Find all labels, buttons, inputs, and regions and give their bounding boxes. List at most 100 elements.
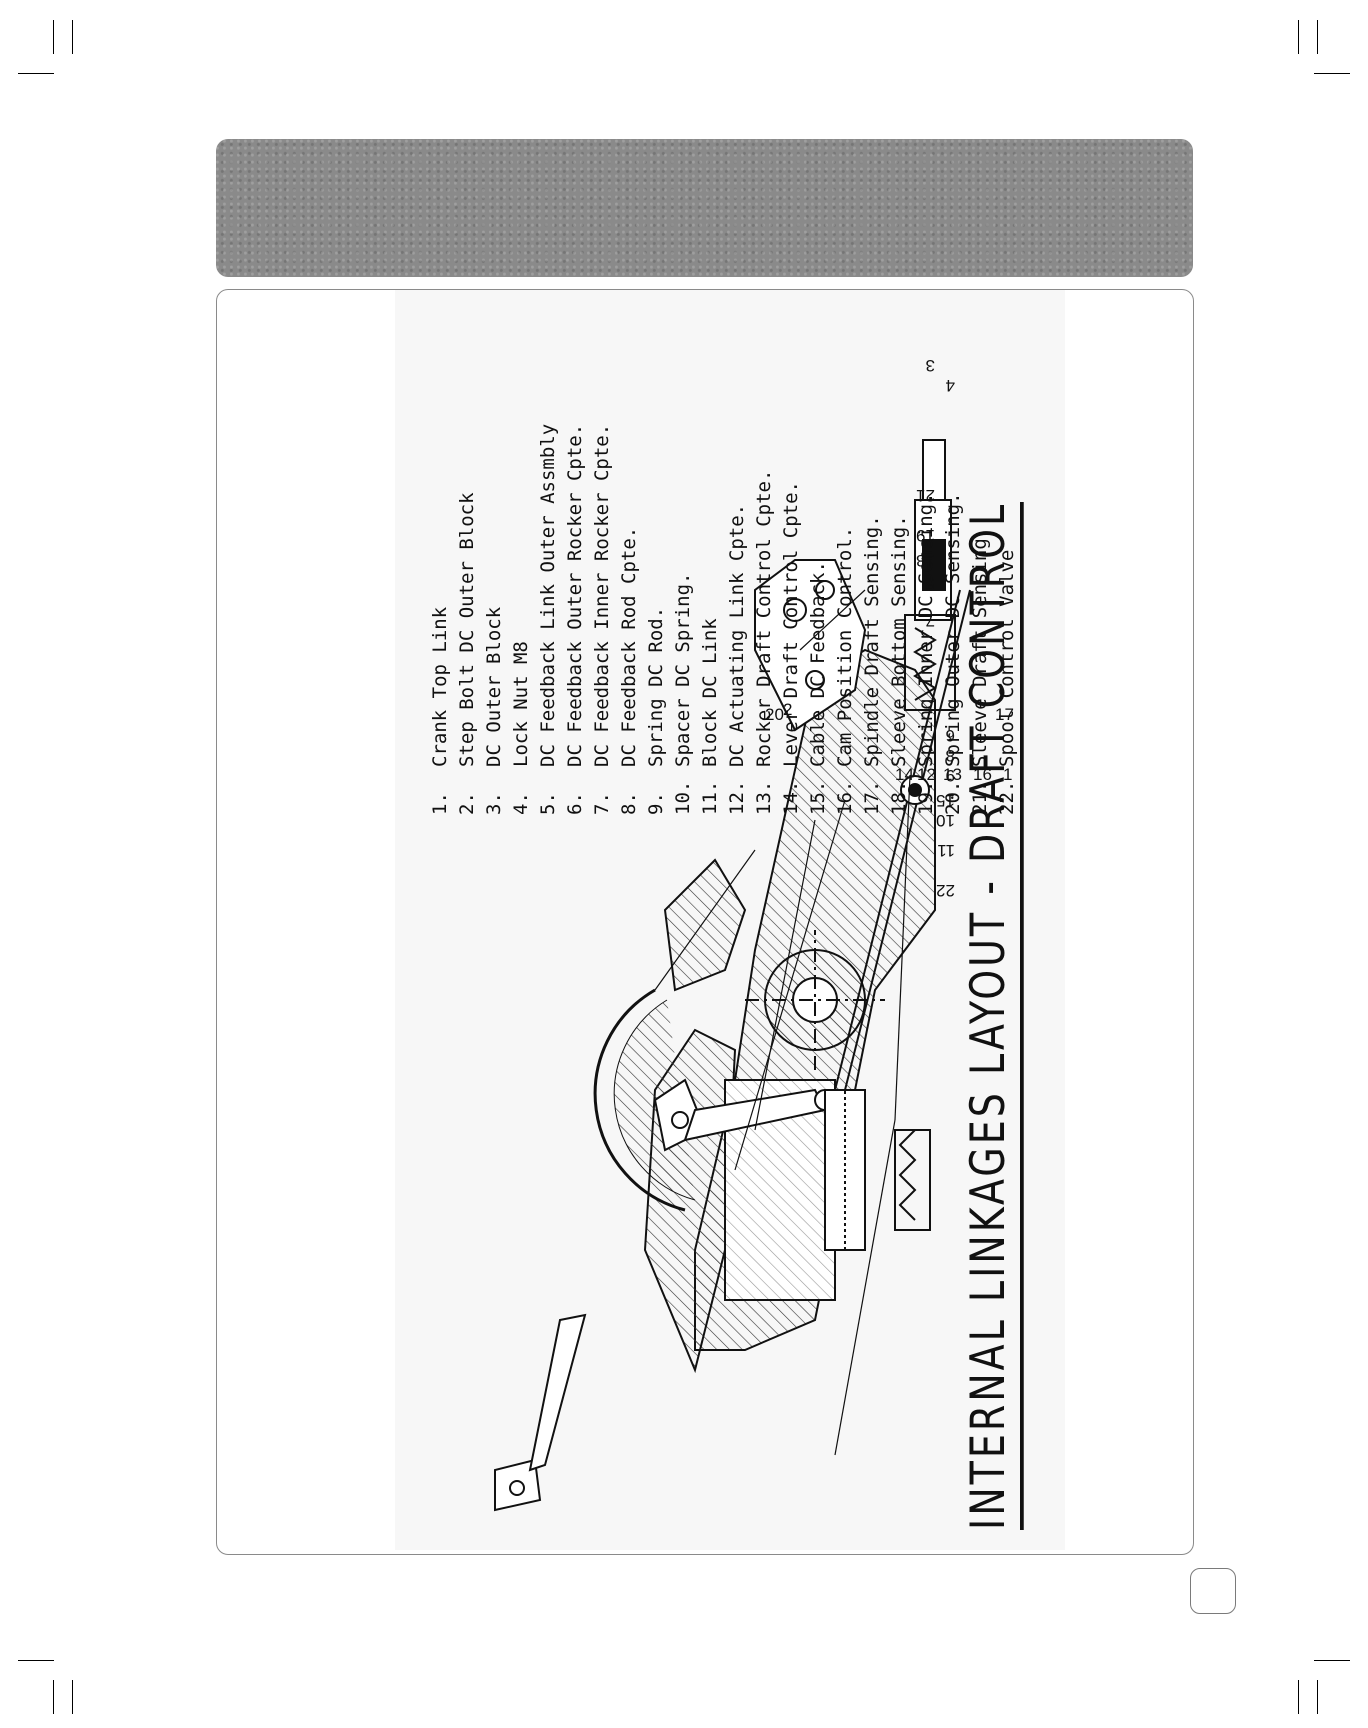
callout-11: 11 [937, 841, 955, 860]
legend-num: 1. [429, 792, 451, 815]
legend-label: Spring DC Rod. [645, 606, 667, 767]
legend-label: Lock Nut M8 [510, 641, 532, 767]
legend-label: DC Actuating Link Cpte. [726, 503, 748, 767]
lever-draft-control [494, 1313, 587, 1512]
legend-label: Step Bolt DC Outer Block [456, 492, 478, 767]
crop-mark-tr-v1 [1298, 20, 1299, 54]
callout-13: 13 [943, 765, 962, 784]
legend-item: 14. Lever Draft Control Cpte. [778, 295, 805, 815]
legend-label: Spacer DC Spring. [672, 572, 694, 767]
legend-num: 20. [942, 780, 964, 815]
legend-label: Crank Top Link [429, 606, 451, 767]
rotated-sheet: 14 12 13 16 1 20 2 17 3 4 21 19 18 5 7 6… [395, 290, 1065, 1550]
parts-legend: 1. Crank Top Link 2.Step Bolt DC Outer Bl… [427, 295, 1021, 815]
legend-item: 15.Cable DC Feedback. [805, 295, 832, 815]
crank-top-link [754, 559, 867, 732]
callout-21: 21 [916, 486, 935, 505]
legend-num: 11. [699, 780, 721, 815]
legend-label: Sleeve Bottom Sensing. [888, 515, 910, 767]
draft-sensing-spindle [904, 439, 956, 711]
legend-num: 7. [591, 792, 613, 815]
legend-num: 6. [564, 792, 586, 815]
legend-num: 17. [861, 780, 883, 815]
legend-item: 3. DC Outer Block [481, 295, 508, 815]
legend-label: DC Outer Block [483, 606, 505, 767]
legend-item: 7. DC Feedback Inner Rocker Cpte. [589, 295, 616, 815]
legend-item: 10. Spacer DC Spring. [670, 295, 697, 815]
callout-20: 20 [765, 705, 784, 724]
legend-item: 9. Spring DC Rod. [643, 295, 670, 815]
legend-item: 16. Cam Position Control. [832, 295, 859, 815]
callout-5: 5 [926, 574, 935, 593]
legend-num: 10. [672, 780, 694, 815]
callout-group [654, 589, 911, 1456]
callout-1: 1 [1003, 765, 1012, 784]
legend-label: Cable DC Feedback. [807, 561, 829, 767]
legend-label: Cam Position Control. [834, 526, 856, 767]
callout-19: 19 [916, 526, 935, 545]
legend-item: 19.Spring Inner DC Sensing. [913, 295, 940, 815]
callout-14: 14 [895, 765, 914, 784]
crop-mark-tr-v2 [1317, 20, 1318, 54]
callout-18: 18 [916, 551, 935, 570]
callout-16: 16 [973, 765, 992, 784]
crop-mark-bl-v1 [53, 1680, 54, 1714]
header-banner [216, 139, 1193, 277]
legend-label: DC Feedback Outer Rocker Cpte. [564, 423, 586, 767]
crop-mark-br-v1 [1298, 1680, 1299, 1714]
page-number-box [1190, 1568, 1236, 1614]
legend-num: 9. [645, 792, 667, 815]
legend-item: 22.Spool Control Valve [994, 295, 1021, 815]
legend-item: 18. Sleeve Bottom Sensing. [886, 295, 913, 815]
legend-item: 1. Crank Top Link [427, 295, 454, 815]
legend-num: 13. [753, 780, 775, 815]
callout-7: 7 [926, 611, 935, 630]
legend-label: Spring Outer DC Sensing. [942, 492, 964, 767]
callout-12: 12 [917, 765, 936, 784]
crop-mark-bl-h [18, 1660, 54, 1661]
callout-2: 2 [783, 700, 792, 719]
callout-17: 17 [995, 705, 1014, 724]
legend-item: 17. Spindle Draft Sensing. [859, 295, 886, 815]
linkage-drawing: 14 12 13 16 1 20 2 17 3 4 21 19 18 5 7 6… [494, 356, 1014, 1512]
callout-9: 9 [946, 766, 955, 785]
crop-mark-tl-v1 [53, 20, 54, 54]
legend-item: 20. Spring Outer DC Sensing. [940, 295, 967, 815]
crop-mark-tl-h [18, 73, 54, 74]
legend-item: 5.DC Feedback Link Outer Assmbly [535, 295, 562, 815]
callout-10: 10 [936, 811, 955, 830]
legend-item: 4. Lock Nut M8 [508, 295, 535, 815]
legend-item: 13. Rocker Draft Control Cpte. [751, 295, 778, 815]
legend-label: Rocker Draft Control Cpte. [753, 469, 775, 767]
legend-label: Sleeve Draft Sensing. [969, 526, 991, 767]
spool-control-valve [824, 1089, 931, 1251]
callout-6: 6 [946, 726, 955, 745]
crop-mark-tr-h [1314, 73, 1350, 74]
legend-num: 18. [888, 780, 910, 815]
legend-item: 2.Step Bolt DC Outer Block [454, 295, 481, 815]
legend-item: 21.Sleeve Draft Sensing. [967, 295, 994, 815]
diagram-canvas: 14 12 13 16 1 20 2 17 3 4 21 19 18 5 7 6… [395, 290, 1065, 1550]
crop-mark-br-v2 [1317, 1680, 1318, 1714]
legend-item: 11. Block DC Link [697, 295, 724, 815]
legend-label: DC Feedback Inner Rocker Cpte. [591, 423, 613, 767]
legend-item: 12. DC Actuating Link Cpte. [724, 295, 751, 815]
callout-3: 3 [926, 356, 935, 375]
legend-num: 5. [537, 792, 559, 815]
callout-15: 15 [936, 791, 955, 810]
legend-label: Lever Draft Control Cpte. [780, 481, 802, 767]
legend-num: 4. [510, 792, 532, 815]
legend-num: 22. [996, 780, 1018, 815]
crop-mark-br-h [1314, 1660, 1350, 1661]
callout-22: 22 [936, 881, 955, 900]
callout-4: 4 [946, 376, 955, 395]
legend-num: 3. [483, 792, 505, 815]
legend-label: Spring Inner DC Sensing. [915, 492, 937, 767]
callout-8: 8 [946, 746, 955, 765]
legend-num: 12. [726, 780, 748, 815]
legend-num: 14. [780, 780, 802, 815]
legend-label: Block DC Link [699, 618, 721, 767]
legend-num: 16. [834, 780, 856, 815]
legend-item: 6. DC Feedback Outer Rocker Cpte. [562, 295, 589, 815]
legend-label: Spindle Draft Sensing. [861, 515, 883, 767]
